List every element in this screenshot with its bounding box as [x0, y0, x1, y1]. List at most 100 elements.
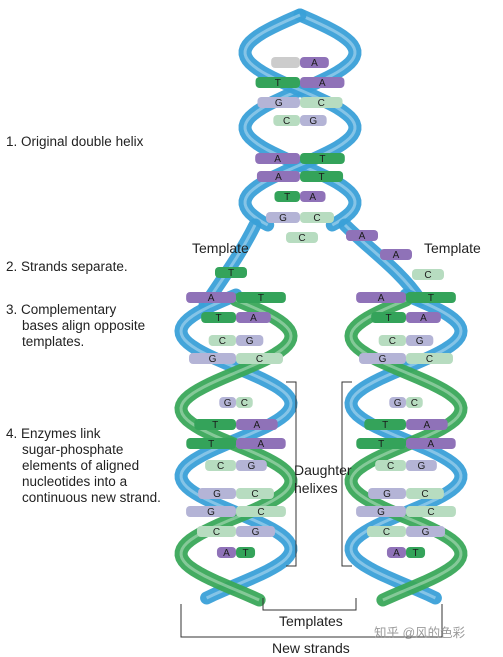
- daughter-bracket-left: [286, 381, 297, 567]
- left-daughter-rung-0-left-letter: A: [208, 293, 215, 304]
- parent-rung-5-right-base: [300, 171, 344, 182]
- left-daughter-rung-10-left-base: [196, 526, 236, 537]
- right-daughter-rung-0-right-base: [406, 292, 456, 303]
- left-daughter-rung-3-left-letter: G: [209, 354, 217, 365]
- parent-rung-4-left-base: [255, 153, 300, 164]
- daughter-label-line-1: Daughter: [294, 462, 352, 478]
- parent-strand-b-highlight: [243, 13, 357, 227]
- template-label-right: Template: [424, 240, 481, 256]
- parent-rung-3-left-letter: C: [283, 116, 290, 127]
- right-daughter-rung-11-right-base: [406, 547, 426, 558]
- left-daughter-rung-4-left-base: [219, 397, 236, 408]
- parent-strand-a: [238, 8, 362, 232]
- left-daughter-rung-1-left-base: [201, 312, 236, 323]
- new-strands-bracket: [180, 604, 443, 638]
- right-daughter-rung-4-left-base: [389, 397, 406, 408]
- loose-base-letter-1: A: [359, 231, 366, 242]
- step-2-line: 2. Strands separate.: [6, 259, 128, 274]
- templates-bracket: [262, 598, 357, 611]
- right-daughter-rung-8-right-letter: C: [421, 489, 428, 500]
- parent-rung-1-right-base: [300, 77, 345, 88]
- right-daughter-rung-0-right-letter: T: [428, 293, 434, 304]
- right-daughter-rung-6-right-letter: A: [428, 439, 435, 450]
- left-daughter-rung-0-left-base: [186, 292, 236, 303]
- left-daughter-rung-1-right-letter: A: [250, 313, 257, 324]
- parent-rung-6-right-base: [300, 191, 326, 202]
- right-daughter-rung-10-left-letter: C: [383, 527, 390, 538]
- loose-base-4: [412, 269, 444, 280]
- right-daughter-rung-0-left-letter: A: [378, 293, 385, 304]
- parent-rung-2-left-letter: G: [275, 98, 283, 109]
- parent-rung-6-left-base: [274, 191, 300, 202]
- right-daughter-rung-4-right-letter: C: [411, 398, 418, 409]
- new-strands-label: New strands: [272, 640, 350, 656]
- right-daughter-rung-2-left-letter: C: [389, 336, 396, 347]
- parent-rung-2-right-letter: C: [318, 98, 325, 109]
- brackets: [180, 381, 443, 638]
- left-daughter-rung-6-left-base: [186, 438, 236, 449]
- left-daughter-rung-0-right-base: [236, 292, 286, 303]
- parent-rung-5-left-base: [256, 171, 300, 182]
- left-daughter-rung-11-right-letter: T: [242, 548, 248, 559]
- left-daughter-rung-1-left-letter: T: [216, 313, 222, 324]
- right-daughter-rung-10-right-letter: G: [422, 527, 430, 538]
- right-daughter-rung-9-left-base: [356, 506, 406, 517]
- templates-label: Templates: [279, 613, 343, 629]
- left-daughter-rung-8-left-base: [198, 488, 236, 499]
- parent-rung-5-right-letter: T: [318, 172, 324, 183]
- right-daughter-rung-9-right-letter: C: [427, 507, 434, 518]
- parent-rung-0-right-base: [300, 57, 329, 68]
- right-daughter-new-strand-highlight: [349, 298, 463, 602]
- right-daughter-rung-3-left-letter: G: [379, 354, 387, 365]
- left-daughter-rung-7-right-base: [236, 460, 267, 471]
- left-daughter-rung-5-left-letter: T: [212, 420, 218, 431]
- loose-base-letter-3: T: [228, 268, 234, 279]
- left-daughter-new-strand: [174, 293, 298, 607]
- left-daughter-rung-10-left-letter: C: [213, 527, 220, 538]
- watermark: 知乎 @风的色彩: [374, 626, 466, 640]
- right-daughter-rung-6-right-base: [406, 438, 456, 449]
- step-3-line-3: templates.: [22, 334, 85, 349]
- parent-rung-4-right-base: [300, 153, 345, 164]
- left-daughter-rung-6-right-base: [236, 438, 286, 449]
- left-daughter-rung-3-right-base: [236, 353, 283, 364]
- step-3-line-2: bases align opposite: [22, 318, 146, 333]
- left-daughter-rung-7-left-base: [205, 460, 236, 471]
- parent-rung-1-right-letter: A: [319, 78, 326, 89]
- right-daughter-rung-11-left-base: [386, 547, 406, 558]
- right-daughter-rung-7-left-base: [375, 460, 406, 471]
- left-daughter-rung-3-left-base: [189, 353, 236, 364]
- right-daughter-rung-4-right-base: [406, 397, 423, 408]
- left-daughter-rung-9-left-letter: G: [207, 507, 215, 518]
- left-daughter-rung-2-right-letter: G: [246, 336, 254, 347]
- left-daughter-rung-4-left-letter: G: [224, 398, 232, 409]
- step-2-strands-separate: 2. Strands separate.: [6, 259, 128, 275]
- parent-rung-7-left-letter: G: [279, 213, 287, 224]
- parent-rung-7-left-base: [266, 212, 300, 223]
- left-daughter-rung-5-left-base: [194, 419, 236, 430]
- loose-base-letter-2: A: [393, 250, 400, 261]
- left-daughter-rung-2-left-base: [208, 335, 236, 346]
- loose-base-1: [346, 230, 378, 241]
- left-daughter-rung-10-right-base: [236, 526, 276, 537]
- right-daughter-rung-7-left-letter: C: [387, 461, 394, 472]
- step-3-complementary-bases: 3. Complementary bases align opposite te…: [6, 302, 145, 350]
- left-daughter-rung-11-left-base: [216, 547, 236, 558]
- right-daughter-rung-6-left-base: [356, 438, 406, 449]
- loose-base-letter-4: C: [424, 270, 431, 281]
- right-daughter-rung-2-right-base: [406, 335, 434, 346]
- right-daughter-rung-3-right-letter: C: [426, 354, 433, 365]
- left-daughter-rung-7-right-letter: G: [248, 461, 256, 472]
- left-daughter-rung-9-right-letter: C: [257, 507, 264, 518]
- right-daughter-rung-1-right-letter: A: [420, 313, 427, 324]
- left-daughter-rung-1-right-base: [236, 312, 271, 323]
- parent-rung-7-right-base: [300, 212, 334, 223]
- parent-strand-b: [238, 8, 362, 232]
- daughter-bracket-right: [341, 381, 352, 567]
- right-daughter-rung-9-right-base: [406, 506, 456, 517]
- right-daughter-rung-1-left-letter: T: [386, 313, 392, 324]
- step-4-line-3: elements of aligned: [22, 458, 140, 473]
- parent-rung-1-left-letter: T: [275, 78, 281, 89]
- right-daughter-rung-6-left-letter: T: [378, 439, 384, 450]
- daughter-helixes-label: Daughter helixes: [294, 461, 352, 497]
